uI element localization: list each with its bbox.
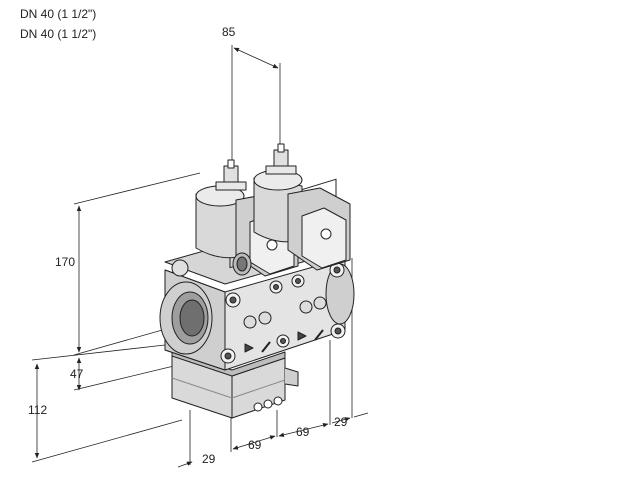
dim-label-47: 47 <box>70 367 84 381</box>
solenoid-left <box>195 159 299 277</box>
dim-label-112: 112 <box>28 403 47 417</box>
dim-base-height <box>31 344 183 463</box>
dim-label-29-right: 29 <box>334 415 348 429</box>
header-line-2: DN 40 (1 1/2") <box>20 27 97 41</box>
inlet-flange <box>159 259 213 355</box>
dim-label-69-left: 69 <box>248 438 262 452</box>
valve-illustration <box>159 143 355 419</box>
dim-label-69-right: 69 <box>296 425 310 439</box>
header-line-1: DN 40 (1 1/2") <box>20 7 97 21</box>
dim-height-lower <box>73 357 179 391</box>
dim-widths <box>230 340 331 452</box>
dim-label-29-left: 29 <box>202 452 216 466</box>
solenoid-right <box>253 143 351 271</box>
base-block <box>171 349 299 419</box>
dim-top-width <box>231 45 281 165</box>
dim-label-85: 85 <box>222 25 236 39</box>
dim-depth-left <box>177 410 193 468</box>
dim-label-170: 170 <box>55 255 75 269</box>
